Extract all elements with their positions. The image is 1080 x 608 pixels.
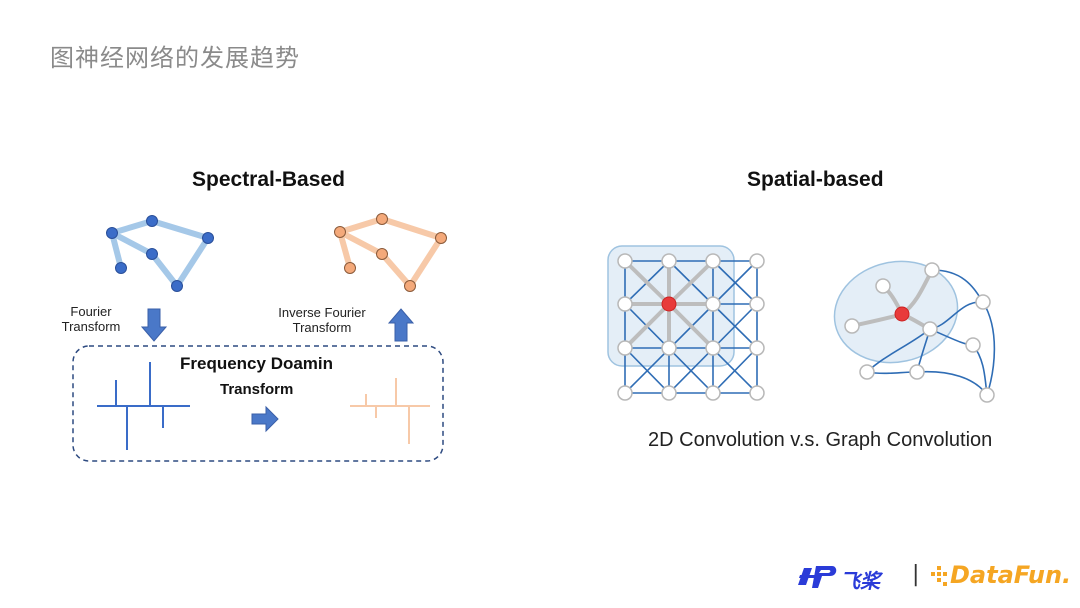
- frequency-domain-subtitle: Transform: [220, 381, 294, 398]
- grid-node: [617, 385, 633, 401]
- blue-spectrum: [97, 362, 190, 450]
- page-title: 图神经网络的发展趋势: [50, 44, 300, 72]
- grid-node: [749, 385, 765, 401]
- grid-node: [749, 340, 765, 356]
- grid-node: [749, 296, 765, 312]
- graph-node: [875, 278, 891, 294]
- frequency-domain-box: [72, 345, 444, 462]
- graph-node: [115, 262, 127, 274]
- graph-node: [344, 262, 356, 274]
- grid-node: [617, 253, 633, 269]
- grid-node: [705, 253, 721, 269]
- fourier-down-arrow: [140, 308, 168, 342]
- graph-node: [202, 232, 214, 244]
- inverse-fourier-label: Inverse Fourier Transform: [278, 305, 366, 335]
- graph-node: [922, 321, 938, 337]
- paddle-logo-icon: [798, 566, 837, 588]
- brand-datafun-text: DataFun.: [950, 561, 1072, 589]
- 2d-convolution-grid: [607, 245, 765, 401]
- frequency-domain-title: Frequency Doamin: [180, 354, 334, 373]
- brand-paddle-text: 飞桨: [840, 569, 880, 593]
- brand-separator: |: [912, 562, 920, 587]
- center-node: [661, 296, 677, 312]
- grid-node: [661, 340, 677, 356]
- graph-node: [146, 248, 158, 260]
- blue-graph: [106, 215, 214, 292]
- graph-node: [376, 248, 388, 260]
- graph-node: [146, 215, 158, 227]
- datafun-logo-icon: [931, 566, 947, 586]
- grid-node: [661, 253, 677, 269]
- graph-node: [909, 364, 925, 380]
- spectral-heading: Spectral-Based: [192, 168, 345, 191]
- inverse-up-arrow: [387, 308, 415, 342]
- orange-spectrum: [350, 378, 430, 444]
- grid-node: [705, 296, 721, 312]
- graph-node: [965, 337, 981, 353]
- grid-node: [705, 340, 721, 356]
- graph-node: [334, 226, 346, 238]
- graph-node: [975, 294, 991, 310]
- grid-node: [617, 340, 633, 356]
- grid-node: [705, 385, 721, 401]
- graph-node: [844, 318, 860, 334]
- grid-node: [661, 385, 677, 401]
- graph-node: [106, 227, 118, 239]
- graph-node: [859, 364, 875, 380]
- fourier-transform-label: Fourier Transform: [61, 304, 121, 334]
- graph-convolution: [833, 260, 996, 403]
- spatial-heading: Spatial-based: [747, 168, 884, 191]
- transform-right-arrow: [251, 405, 279, 433]
- grid-node: [749, 253, 765, 269]
- convolution-caption: 2D Convolution v.s. Graph Convolution: [648, 429, 993, 451]
- center-node: [894, 306, 910, 322]
- graph-node: [435, 232, 447, 244]
- graph-node: [924, 262, 940, 278]
- graph-node: [376, 213, 388, 225]
- grid-node: [617, 296, 633, 312]
- graph-node: [171, 280, 183, 292]
- graph-node: [404, 280, 416, 292]
- graph-node: [979, 387, 995, 403]
- orange-graph: [334, 213, 447, 292]
